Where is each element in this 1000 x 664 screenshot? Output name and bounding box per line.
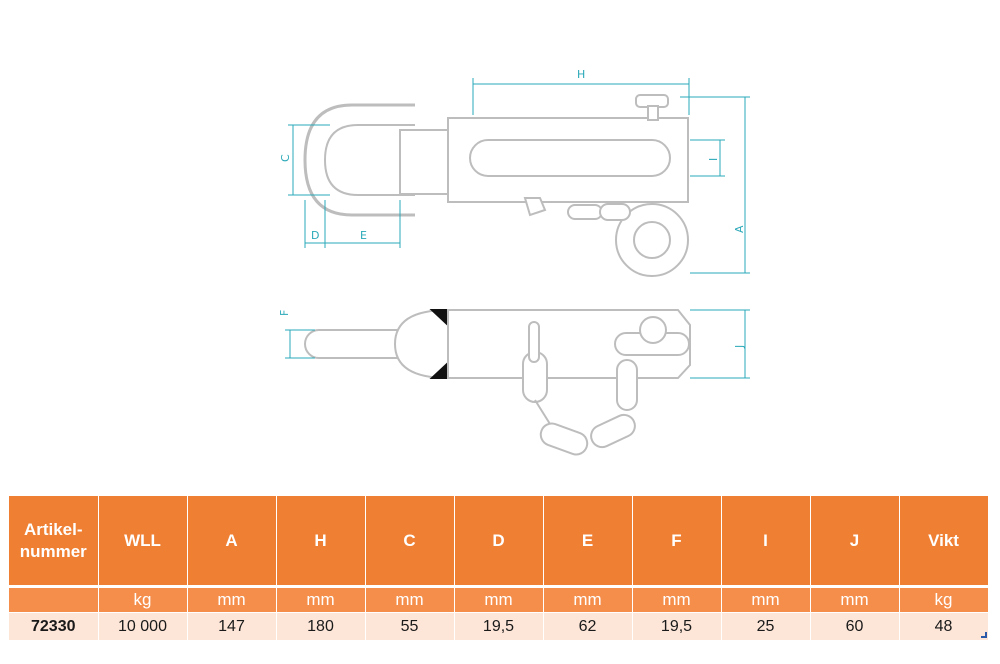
unit-cell: mm <box>365 588 455 613</box>
header-artikelnummer-line2: nummer <box>19 541 87 561</box>
resize-corner-icon <box>981 632 987 638</box>
header-j: J <box>810 496 900 585</box>
table-units-row: kg mm mm mm mm mm mm mm mm kg <box>9 588 989 613</box>
cell-vikt: 48 <box>899 612 989 641</box>
dimension-lines <box>285 78 750 379</box>
header-a: A <box>187 496 277 585</box>
header-gap <box>9 585 989 588</box>
header-c: C <box>365 496 455 585</box>
table-row: 72330 10 000 147 180 55 19,5 62 19,5 25 … <box>9 612 989 641</box>
side-view <box>304 308 691 456</box>
header-artikelnummer: Artikel- nummer <box>9 496 99 585</box>
unit-cell: mm <box>543 588 633 613</box>
header-vikt: Vikt <box>899 496 989 585</box>
header-artikelnummer-line1: Artikel- <box>23 519 83 539</box>
dim-label-e: E <box>360 229 367 242</box>
header-h: H <box>276 496 366 585</box>
unit-cell: mm <box>810 588 900 613</box>
unit-cell: mm <box>187 588 277 613</box>
cell-artikelnummer: 72330 <box>9 612 99 641</box>
unit-cell: mm <box>276 588 366 613</box>
unit-cell: mm <box>632 588 722 613</box>
dim-label-a: A <box>733 225 746 233</box>
cell-wll: 10 000 <box>98 612 188 641</box>
cell-e: 62 <box>543 612 633 641</box>
unit-cell: kg <box>98 588 188 613</box>
dim-label-f: F <box>278 310 291 316</box>
cell-c: 55 <box>365 612 455 641</box>
cell-i: 25 <box>721 612 811 641</box>
technical-drawing: H A I C D E F J <box>278 68 750 456</box>
cell-j: 60 <box>810 612 900 641</box>
top-view-hub <box>399 129 449 195</box>
cell-a: 147 <box>187 612 277 641</box>
cell-d: 19,5 <box>454 612 544 641</box>
dim-label-j: J <box>733 345 746 349</box>
unit-cell: mm <box>721 588 811 613</box>
cell-f: 19,5 <box>632 612 722 641</box>
dimension-labels: H A I C D E F J <box>278 68 746 349</box>
spec-table: Artikel- nummer WLL A H C D E F I J Vikt… <box>9 496 989 641</box>
dim-label-d: D <box>311 229 319 242</box>
header-f: F <box>632 496 722 585</box>
header-e: E <box>543 496 633 585</box>
unit-cell <box>9 588 99 613</box>
dim-label-h: H <box>577 68 585 81</box>
unit-cell: mm <box>454 588 544 613</box>
unit-cell: kg <box>899 588 989 613</box>
top-view <box>303 94 689 277</box>
dim-label-i: I <box>707 158 720 161</box>
cell-h: 180 <box>276 612 366 641</box>
top-view-ring <box>303 103 415 217</box>
table-header-row: Artikel- nummer WLL A H C D E F I J Vikt <box>9 496 989 585</box>
dim-label-c: C <box>279 154 292 162</box>
header-d: D <box>454 496 544 585</box>
header-i: I <box>721 496 811 585</box>
header-wll: WLL <box>98 496 188 585</box>
